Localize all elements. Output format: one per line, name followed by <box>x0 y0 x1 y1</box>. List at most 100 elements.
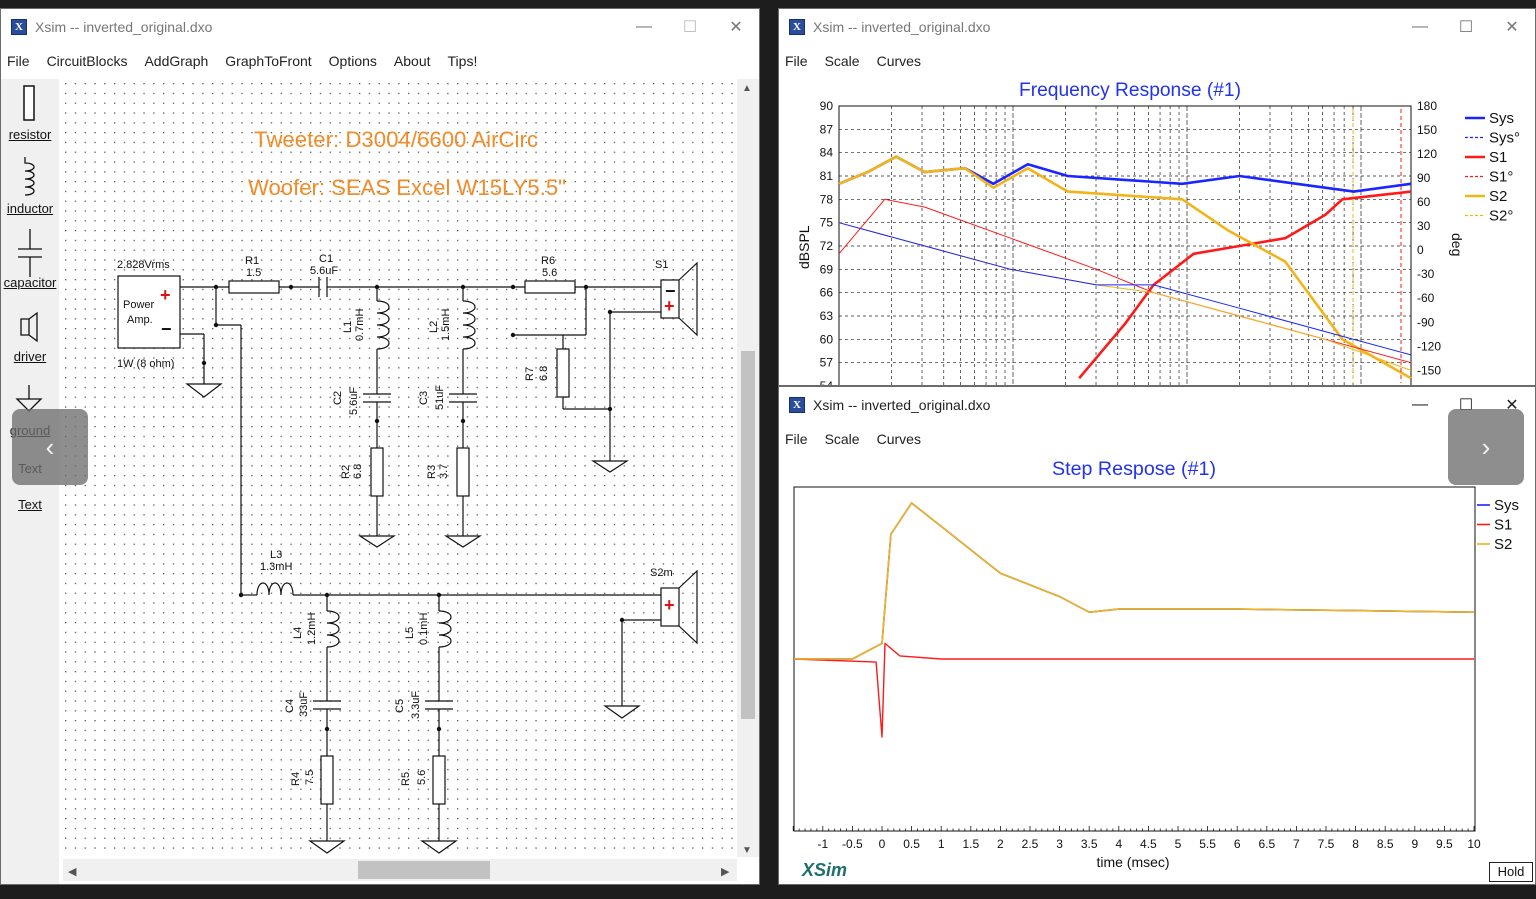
capacitor-icon[interactable] <box>15 229 45 277</box>
c1-value: 5.6uF <box>310 265 338 277</box>
xsim-app-icon: X <box>789 19 805 35</box>
freq-phase-tick-label: 150 <box>1417 123 1437 137</box>
l4-name: L4 <box>292 627 304 639</box>
step-chart-title: Step Respose (#1) <box>1052 459 1216 480</box>
next-arrow-button[interactable]: › <box>1448 409 1524 485</box>
schematic-titlebar[interactable]: X Xsim -- inverted_original.dxo — ☐ ✕ <box>1 9 759 45</box>
l4-value: 1.2mH <box>306 613 318 645</box>
c3-name: C3 <box>418 391 430 405</box>
freq-phase-tick-label: -120 <box>1417 339 1441 353</box>
menu-tips[interactable]: Tips! <box>447 53 478 69</box>
l5-name: L5 <box>404 627 416 639</box>
step-xtick-label: 6.5 <box>1258 837 1275 851</box>
scroll-right-arrow-icon[interactable]: ▶ <box>721 866 730 878</box>
close-button[interactable]: ✕ <box>729 19 743 36</box>
horizontal-scroll-thumb[interactable] <box>358 861 490 879</box>
palette-resistor[interactable]: resistor <box>8 127 52 142</box>
step-xtick-label: 0 <box>879 837 886 851</box>
l3-value: 1.3mH <box>260 561 292 573</box>
maximize-button[interactable]: ☐ <box>682 19 698 36</box>
hold-button[interactable]: Hold <box>1489 862 1533 882</box>
palette-text-b[interactable]: Text <box>18 497 42 512</box>
freq-ylabel-left: dBSPL <box>796 225 812 269</box>
step-xtick-label: 9 <box>1411 837 1418 851</box>
step-xtick-label: 4.5 <box>1140 837 1157 851</box>
r2-value: 6.8 <box>352 464 364 479</box>
menu-file[interactable]: File <box>785 53 808 69</box>
freq-ytick-label: 69 <box>820 262 834 276</box>
previous-arrow-button[interactable]: ‹ <box>12 409 88 485</box>
palette-driver[interactable]: driver <box>13 349 47 364</box>
schematic-window: X Xsim -- inverted_original.dxo — ☐ ✕ Fi… <box>0 8 760 885</box>
step-xtick-label: 10 <box>1467 837 1481 851</box>
woofer-annotation[interactable]: Woofer: SEAS Excel W15LY5.5" <box>248 175 566 200</box>
inductor-icon[interactable] <box>19 157 43 199</box>
menu-addgraph[interactable]: AddGraph <box>144 53 209 69</box>
menu-file[interactable]: File <box>785 431 808 447</box>
l3-name: L3 <box>270 549 282 561</box>
step-xtick-label: 8 <box>1352 837 1359 851</box>
step-xtick-label: 2 <box>997 837 1004 851</box>
ground-icon[interactable] <box>15 385 43 413</box>
minimize-button[interactable]: — <box>1412 18 1428 35</box>
c5-value: 3.3uF <box>410 691 422 719</box>
tweeter-annotation[interactable]: Tweeter: D3004/6600 AirCirc <box>254 127 538 152</box>
freq-legend-label: S1° <box>1489 169 1513 186</box>
palette-inductor[interactable]: inductor <box>6 201 54 216</box>
freq-ytick-label: 63 <box>820 309 834 323</box>
freq-ytick-label: 60 <box>820 332 834 346</box>
resistor-icon[interactable] <box>21 85 37 121</box>
freq-series-s1-line <box>1078 190 1412 380</box>
scroll-left-arrow-icon[interactable]: ◀ <box>68 866 77 878</box>
menu-graphtofront[interactable]: GraphToFront <box>225 53 312 69</box>
schematic-canvas[interactable]: Tweeter: D3004/6600 AirCirc Woofer: SEAS… <box>59 79 760 885</box>
menu-curves[interactable]: Curves <box>876 53 921 69</box>
step-xtick-label: 9.5 <box>1436 837 1453 851</box>
menu-curves[interactable]: Curves <box>876 431 921 447</box>
window-title: Xsim -- inverted_original.dxo <box>813 397 991 413</box>
step-xtick-label: 8.5 <box>1377 837 1394 851</box>
palette-capacitor[interactable]: capacitor <box>3 275 57 290</box>
driver-s2m-label: S2m <box>650 567 673 579</box>
step-xtick-label: -1 <box>817 837 828 851</box>
amp-label-amp: Amp. <box>127 314 153 326</box>
step-xtick-label: 7 <box>1293 837 1300 851</box>
freq-ytick-label: 81 <box>820 169 834 183</box>
driver-icon[interactable] <box>17 311 41 343</box>
menu-circuitblocks[interactable]: CircuitBlocks <box>46 53 128 69</box>
step-series-s1-line <box>793 642 1474 738</box>
l2-value: 1.5mH <box>440 309 452 341</box>
menu-file[interactable]: File <box>7 53 30 69</box>
c5-name: C5 <box>394 699 406 713</box>
close-button[interactable]: ✕ <box>1505 19 1519 36</box>
step-legend-label: S1 <box>1494 517 1512 534</box>
minimize-button[interactable]: — <box>1412 396 1428 413</box>
r2-name: R2 <box>340 465 352 479</box>
vertical-scroll-thumb[interactable] <box>741 351 755 719</box>
l1-name: L1 <box>342 321 354 333</box>
scroll-down-arrow-icon[interactable]: ▼ <box>742 845 752 856</box>
amp-voltage: 2.828Vrms <box>117 259 170 271</box>
menu-scale[interactable]: Scale <box>824 53 860 69</box>
menu-scale[interactable]: Scale <box>824 431 860 447</box>
r6-name: R6 <box>541 255 555 267</box>
minimize-button[interactable]: — <box>636 18 652 35</box>
scroll-up-arrow-icon[interactable]: ▲ <box>742 83 752 94</box>
maximize-button[interactable]: ☐ <box>1458 19 1474 36</box>
step-series-s2-line <box>794 502 1475 660</box>
frequency-response-chart[interactable]: Frequency Response (#1) 9087848178757269… <box>779 9 1536 386</box>
freq-phase-tick-label: 30 <box>1417 219 1431 233</box>
freq-phase-tick-label: -30 <box>1417 267 1435 281</box>
window-title: Xsim -- inverted_original.dxo <box>813 19 991 35</box>
r3-name: R3 <box>426 465 438 479</box>
freq-titlebar[interactable]: X Xsim -- inverted_original.dxo — ☐ ✕ <box>779 9 1535 45</box>
c2-name: C2 <box>332 391 344 405</box>
svg-text:+: + <box>664 595 675 615</box>
step-legend-label: S2 <box>1494 536 1512 553</box>
menu-options[interactable]: Options <box>328 53 377 69</box>
svg-text:+: + <box>160 285 171 305</box>
menu-about[interactable]: About <box>393 53 431 69</box>
freq-ytick-label: 78 <box>820 192 834 206</box>
xsim-app-icon: X <box>789 397 805 413</box>
